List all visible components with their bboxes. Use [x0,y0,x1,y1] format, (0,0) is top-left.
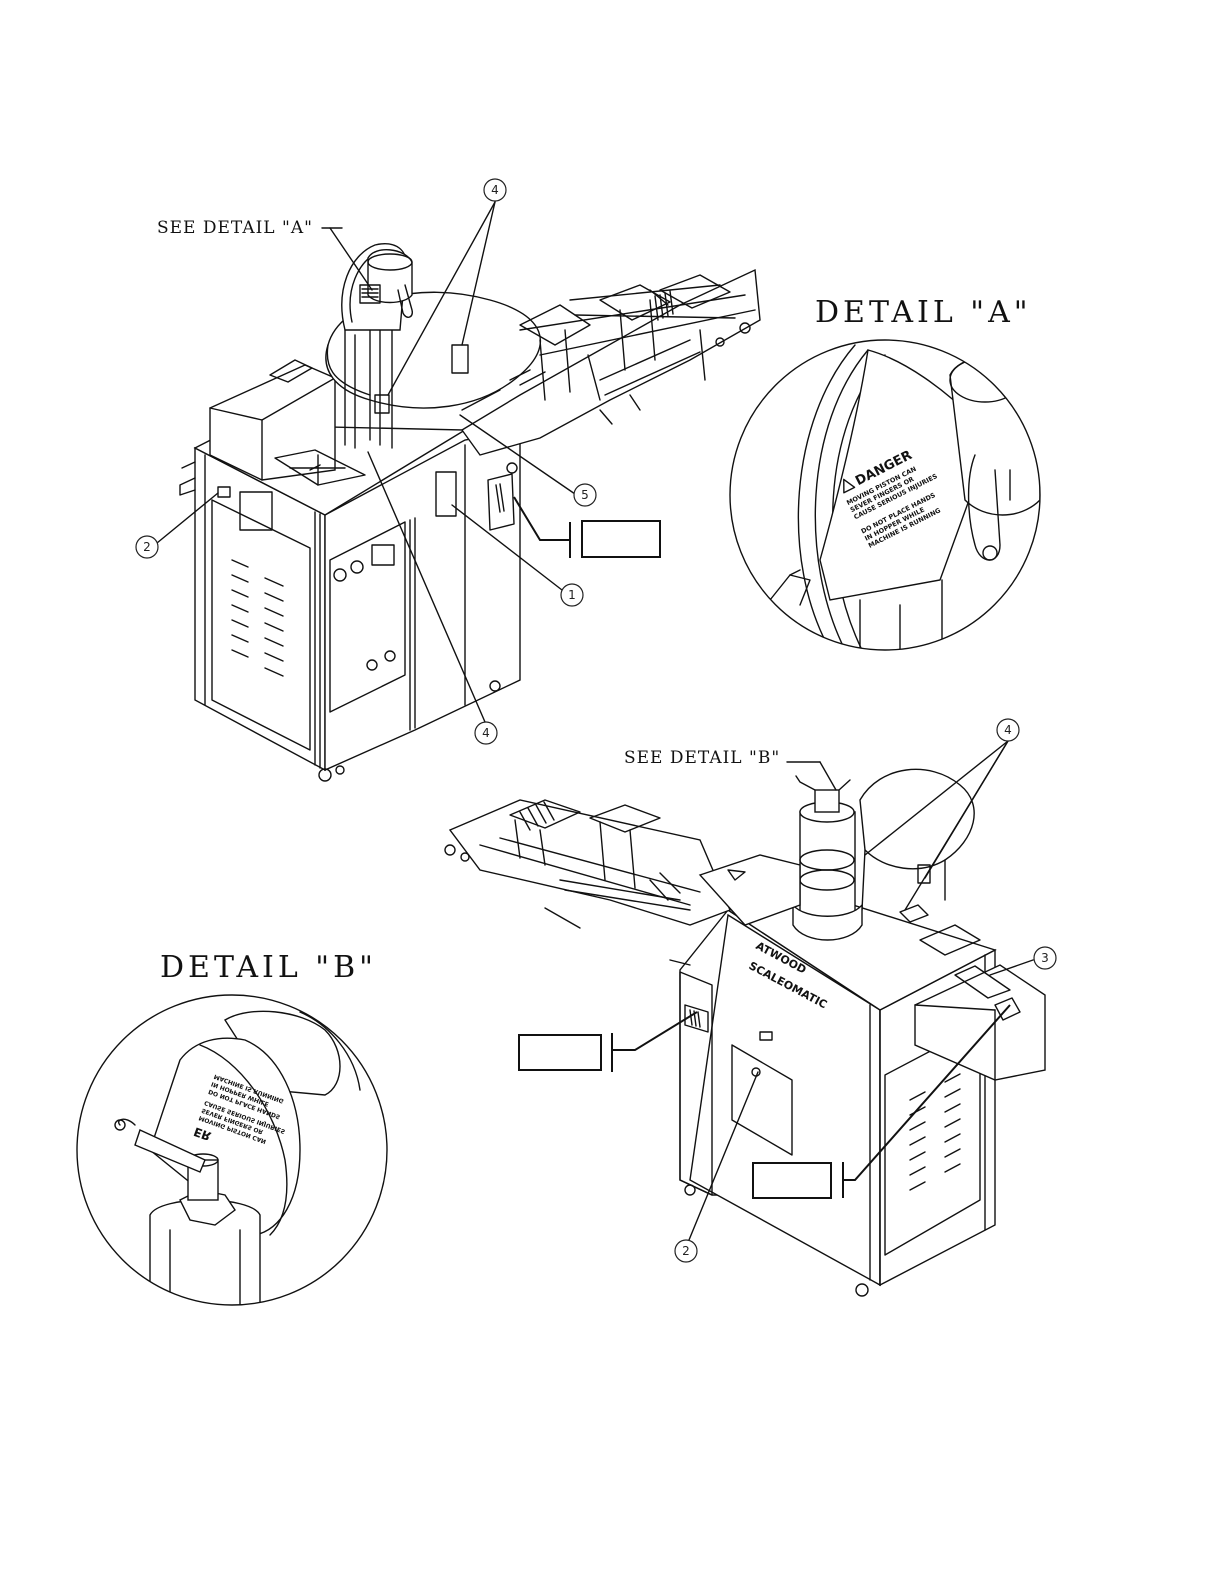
balloon-2-left-leader [156,492,219,544]
decal-b-heading: ER [192,1124,213,1143]
callout-box-top [513,496,661,558]
balloon-1: 1 [560,583,584,607]
balloon-4-top-leader-b [387,201,496,396]
balloon-2-bottom: 2 [674,1239,698,1263]
svg-text:4: 4 [482,726,490,740]
svg-text:5: 5 [581,488,589,502]
machine-top-view [179,243,761,782]
machine-bottom-view: ATWOOD SCALEOMATIC [444,768,1046,1297]
balloon-1-leader [451,504,563,591]
detail-b-view: ER MOVING PISTON CAN SEVER FINGERS OR CA… [76,994,388,1306]
see-detail-b-label: SEE DETAIL "B" [624,748,780,768]
callout-box-left [518,1011,698,1072]
detail-a-title: DETAIL "A" [815,295,1032,330]
svg-text:3: 3 [1041,951,1049,965]
see-detail-a-label: SEE DETAIL "A" [157,218,313,238]
balloon-3: 3 [1033,946,1057,970]
balloon-4-top-leader-a [461,201,496,346]
callout-box-right [752,1004,1011,1199]
detail-b-title: DETAIL "B" [160,950,377,985]
balloon-4-right-leader-b [904,740,1009,911]
balloon-5-leader [459,414,576,495]
balloon-4-mid-leader [367,451,486,723]
svg-text:4: 4 [1004,723,1012,737]
see-detail-a-arrow [329,227,373,291]
balloon-2-left: 2 [135,535,159,559]
balloon-3-leader [989,959,1034,976]
balloon-4-mid: 4 [474,721,498,745]
svg-text:4: 4 [491,183,499,197]
balloon-2-bottom-leader [688,1071,759,1241]
balloon-4-right-leader-c [864,740,1009,856]
balloon-5: 5 [573,483,597,507]
balloon-4-right: 4 [996,718,1020,742]
balloon-4-top: 4 [483,178,507,202]
svg-text:1: 1 [568,588,576,602]
see-detail-b-arrow [819,761,837,791]
warning-triangle-icon [843,478,856,494]
svg-text:2: 2 [682,1244,690,1258]
detail-a-view: DANGER MOVING PISTON CAN SEVER FINGERS O… [729,339,1041,651]
svg-text:2: 2 [143,540,151,554]
